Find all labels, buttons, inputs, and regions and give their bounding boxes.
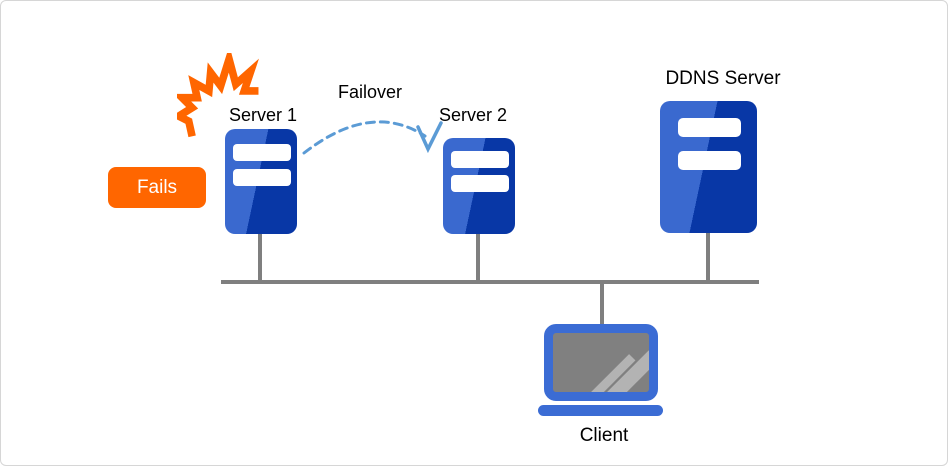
server-slot [233,144,291,161]
burst-zigzag [177,53,259,138]
server1-icon [225,129,297,234]
ddns-server-label: DDNS Server [665,68,781,89]
server1-label: Server 1 [228,105,298,125]
server-slot [451,151,509,168]
laptop-icon [544,324,658,401]
failover-arc [302,120,427,155]
fails-badge: Fails [108,167,206,208]
screen-reflection-stripe [598,343,649,392]
ddns-server-icon [660,101,757,233]
failover-label: Failover [337,82,403,102]
client-label: Client [579,425,629,446]
failover-arrowhead-icon [416,121,443,154]
server-slot [451,175,509,192]
server2-icon [443,138,515,234]
server-slot [678,151,741,170]
server-slot [233,169,291,186]
laptop-base [538,405,663,416]
server-slot [678,118,741,137]
server2-label: Server 2 [438,105,508,125]
burst-icon [177,53,259,138]
